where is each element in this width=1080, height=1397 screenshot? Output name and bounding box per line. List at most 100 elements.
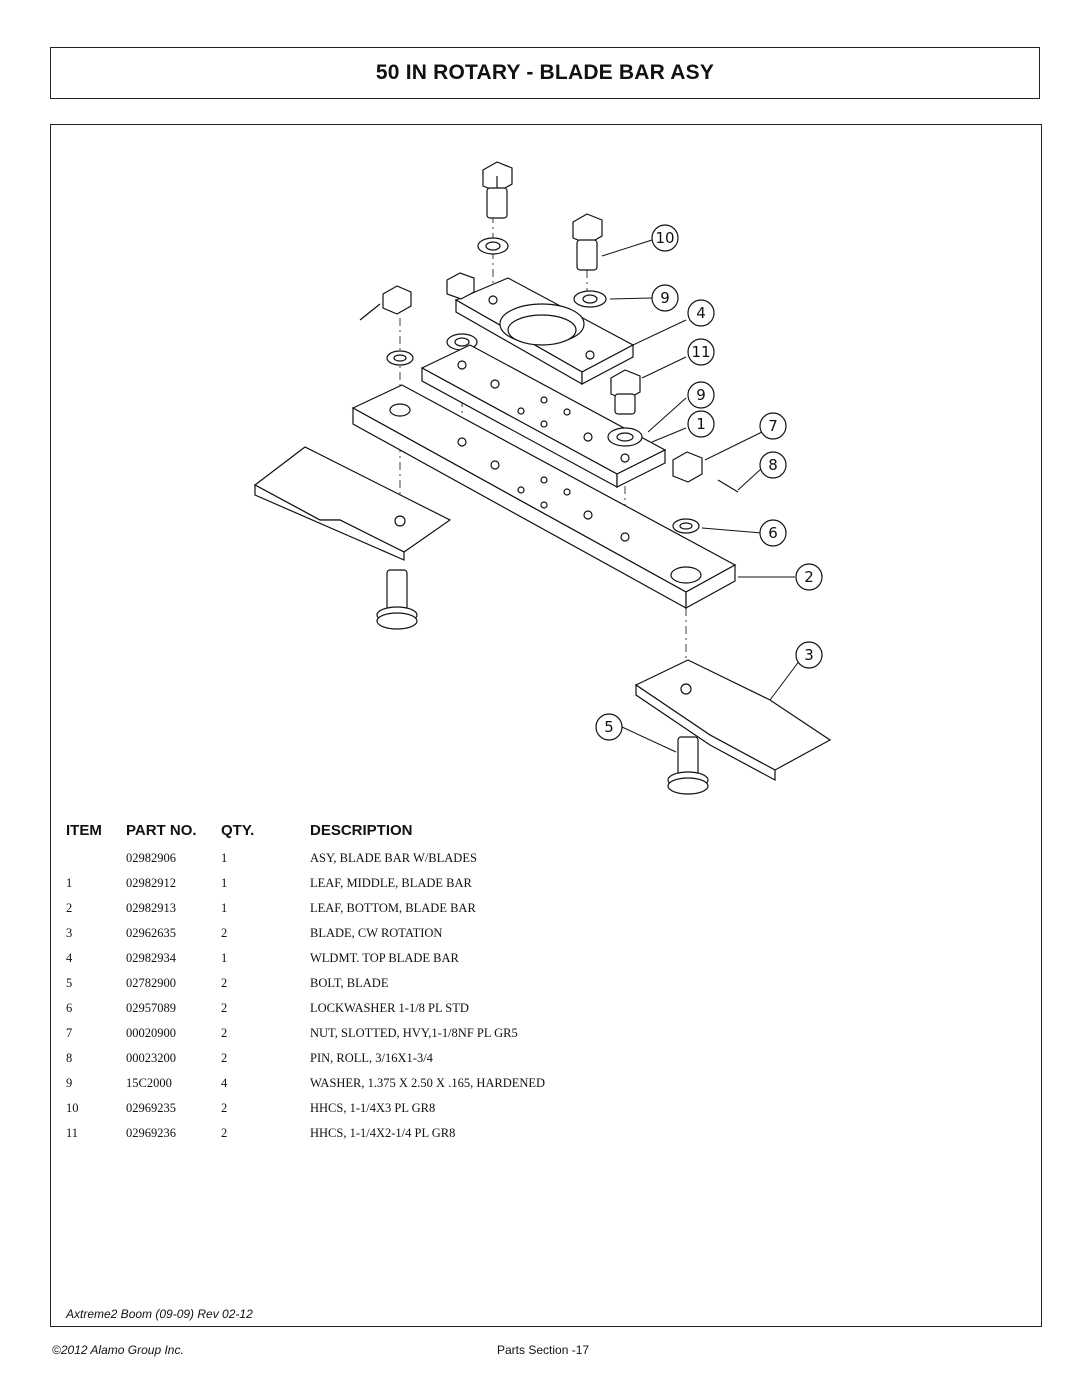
cell-item: 11 [66, 1126, 79, 1140]
cell-part-no: 15C2000 [126, 1076, 172, 1090]
header-description: DESCRIPTION [310, 822, 413, 839]
table-row: 7 00020900 2 NUT, SLOTTED, HVY,1-1/8NF P… [0, 1026, 1080, 1046]
cell-part-no: 00023200 [126, 1051, 176, 1065]
middle-leaf [420, 344, 667, 489]
callout-9-upper: 9 [651, 284, 679, 312]
table-row: 4 02982934 1 WLDMT. TOP BLADE BAR [0, 951, 1080, 971]
cell-description: LEAF, MIDDLE, BLADE BAR [310, 876, 472, 890]
cell-description: BOLT, BLADE [310, 976, 389, 990]
cell-description: WASHER, 1.375 X 2.50 X .165, HARDENED [310, 1076, 546, 1090]
callout-1: 1 [687, 410, 715, 438]
cell-description: WLDMT. TOP BLADE BAR [310, 951, 459, 965]
cell-description: HHCS, 1-1/4X2-1/4 PL GR8 [310, 1126, 456, 1140]
blade-bolt-right [667, 736, 709, 795]
svg-text:11: 11 [691, 343, 710, 361]
table-row: 6 02957089 2 LOCKWASHER 1-1/8 PL STD [0, 1001, 1080, 1021]
cell-description: LEAF, BOTTOM, BLADE BAR [310, 901, 476, 915]
cell-qty: 2 [221, 1026, 228, 1040]
cell-item: 4 [66, 951, 73, 965]
header-part-no: PART NO. [126, 822, 197, 839]
cell-item: 2 [66, 901, 73, 915]
cell-description: NUT, SLOTTED, HVY,1-1/8NF PL GR5 [310, 1026, 518, 1040]
cell-item: 10 [66, 1101, 79, 1115]
blade-left [253, 446, 452, 561]
cell-description: HHCS, 1-1/4X3 PL GR8 [310, 1101, 436, 1115]
svg-text:10: 10 [655, 229, 674, 247]
table-row: 5 02782900 2 BOLT, BLADE [0, 976, 1080, 996]
callout-7: 7 [759, 412, 787, 440]
exploded-parts-diagram: 10 9 4 11 9 1 7 8 6 2 3 5 [253, 161, 832, 795]
cell-qty: 2 [221, 1001, 228, 1015]
cell-part-no: 02969235 [126, 1101, 176, 1115]
table-row: 2 02982913 1 LEAF, BOTTOM, BLADE BAR [0, 901, 1080, 921]
table-row: 1 02982912 1 LEAF, MIDDLE, BLADE BAR [0, 876, 1080, 896]
cell-part-no: 02982934 [126, 951, 176, 965]
hex-bolt-10 [572, 213, 603, 271]
callout-3: 3 [795, 641, 823, 669]
top-blade-bar [454, 277, 635, 386]
cell-part-no: 02982906 [126, 851, 176, 865]
cell-part-no: 02982912 [126, 876, 176, 890]
callout-9-lower: 9 [687, 381, 715, 409]
page-title: 50 IN ROTARY - BLADE BAR ASY [50, 47, 1040, 99]
cell-qty: 4 [221, 1076, 228, 1090]
table-row: 3 02962635 2 BLADE, CW ROTATION [0, 926, 1080, 946]
cell-qty: 1 [221, 851, 228, 865]
cell-item: 3 [66, 926, 73, 940]
cell-item: 5 [66, 976, 73, 990]
svg-text:2: 2 [804, 568, 814, 586]
cell-item: 9 [66, 1076, 73, 1090]
cell-description: LOCKWASHER 1-1/8 PL STD [310, 1001, 469, 1015]
svg-text:1: 1 [696, 415, 706, 433]
cell-part-no: 02982913 [126, 901, 176, 915]
bottom-leaf [351, 384, 737, 610]
svg-text:6: 6 [768, 524, 778, 542]
table-row: 02982906 1 ASY, BLADE BAR W/BLADES [0, 851, 1080, 871]
cell-part-no: 02962635 [126, 926, 176, 940]
callout-6: 6 [759, 519, 787, 547]
hex-bolt-11 [610, 369, 641, 415]
cell-description: PIN, ROLL, 3/16X1-3/4 [310, 1051, 433, 1065]
callout-11: 11 [687, 338, 715, 366]
blade-bolt-left [376, 569, 418, 630]
doc-reference: Axtreme2 Boom (09-09) Rev 02-12 [66, 1307, 253, 1321]
cell-qty: 1 [221, 951, 228, 965]
cell-part-no: 02969236 [126, 1126, 176, 1140]
cell-part-no: 00020900 [126, 1026, 176, 1040]
cell-item: 6 [66, 1001, 73, 1015]
cell-qty: 2 [221, 1101, 228, 1115]
cell-qty: 1 [221, 901, 228, 915]
header-qty: QTY. [221, 822, 255, 839]
slotted-nut-left [359, 285, 412, 321]
cell-description: BLADE, CW ROTATION [310, 926, 443, 940]
svg-text:9: 9 [696, 386, 706, 404]
callout-5: 5 [595, 713, 623, 741]
blade-right [634, 659, 832, 782]
cell-qty: 2 [221, 976, 228, 990]
cell-description: ASY, BLADE BAR W/BLADES [310, 851, 477, 865]
cell-part-no: 02782900 [126, 976, 176, 990]
cell-qty: 2 [221, 1126, 228, 1140]
cell-item: 7 [66, 1026, 73, 1040]
cell-qty: 1 [221, 876, 228, 890]
cell-item: 8 [66, 1051, 73, 1065]
callout-8: 8 [759, 451, 787, 479]
callout-4: 4 [687, 299, 715, 327]
table-row: 8 00023200 2 PIN, ROLL, 3/16X1-3/4 [0, 1051, 1080, 1071]
table-row: 9 15C2000 4 WASHER, 1.375 X 2.50 X .165,… [0, 1076, 1080, 1096]
cell-qty: 2 [221, 926, 228, 940]
cell-part-no: 02957089 [126, 1001, 176, 1015]
svg-text:7: 7 [768, 417, 778, 435]
slotted-nut-right [672, 451, 739, 493]
table-row: 10 02969235 2 HHCS, 1-1/4X3 PL GR8 [0, 1101, 1080, 1121]
cell-qty: 2 [221, 1051, 228, 1065]
content-frame [50, 124, 1042, 1327]
callout-10: 10 [651, 224, 679, 252]
svg-text:4: 4 [696, 304, 706, 322]
callout-2: 2 [795, 563, 823, 591]
svg-text:8: 8 [768, 456, 778, 474]
svg-text:5: 5 [604, 718, 614, 736]
page-label: Parts Section -17 [497, 1343, 590, 1357]
svg-text:3: 3 [804, 646, 814, 664]
table-row: 11 02969236 2 HHCS, 1-1/4X2-1/4 PL GR8 [0, 1126, 1080, 1146]
